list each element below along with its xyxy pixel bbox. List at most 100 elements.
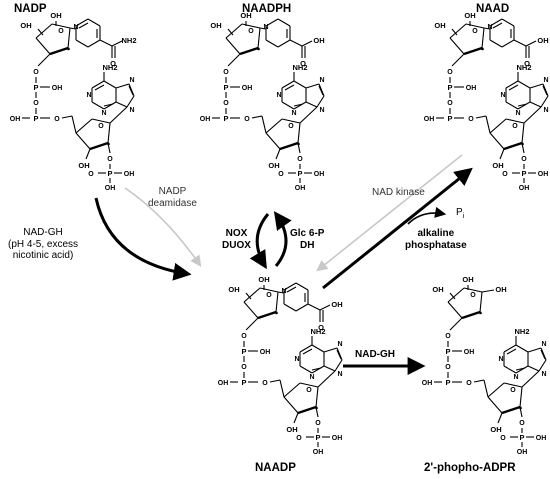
bond-line <box>281 101 295 110</box>
atom-label: O <box>223 69 229 76</box>
bond-line <box>91 101 105 110</box>
bond-line <box>519 386 523 408</box>
bond-line <box>501 405 521 415</box>
atom-label: O <box>278 171 284 178</box>
label-nad-gh-right: NAD-GH <box>355 349 395 360</box>
atom-label: N <box>515 110 520 117</box>
bond-line <box>515 344 529 353</box>
bond-line <box>503 344 517 353</box>
bond-line <box>87 39 101 48</box>
bond-line <box>94 84 105 91</box>
bond-line <box>515 365 529 374</box>
atom-label: N <box>101 110 106 117</box>
bond-line <box>91 118 111 124</box>
oh-label: OH <box>240 11 251 20</box>
bond-line <box>243 301 259 319</box>
label-nad-kinase: NAD kinase <box>372 187 425 198</box>
bond-line <box>318 85 324 96</box>
atom-label: N <box>337 371 342 378</box>
bond-line <box>257 310 277 320</box>
oh-label: OH <box>20 21 31 30</box>
bond-line <box>35 37 51 55</box>
atom-label: OH <box>52 85 63 92</box>
bond-line <box>316 95 325 108</box>
arrow-glc6p-dh <box>273 211 292 267</box>
atom-label: P <box>445 378 450 387</box>
bond-line <box>66 47 71 51</box>
atom-label: N <box>291 110 296 117</box>
atom-label: P <box>33 114 38 123</box>
bond-line <box>521 122 525 144</box>
atom-label: O <box>88 171 94 178</box>
bond-line <box>49 46 69 56</box>
atom-label: OH <box>537 36 548 45</box>
atom-label: O <box>300 59 306 68</box>
bond-line <box>499 148 505 160</box>
atom-label: OH <box>313 36 324 45</box>
atom-label: O <box>58 28 64 35</box>
bond-line <box>265 118 283 134</box>
bond-line <box>483 27 491 30</box>
bond-line <box>480 47 485 51</box>
bond-line <box>284 84 295 91</box>
bond-line <box>281 80 295 89</box>
bond-line <box>315 406 319 418</box>
bond-line <box>103 103 114 107</box>
label-phospho-adpr: 2'-phopho-ADPR <box>424 462 516 474</box>
oh-label: OH <box>286 425 297 434</box>
bond-line <box>463 46 483 56</box>
bond-line <box>128 85 134 96</box>
atom-label: OH <box>424 116 435 123</box>
atom-label: O <box>54 116 60 123</box>
atom-label: O <box>445 333 451 340</box>
bond-line <box>519 406 523 418</box>
bond-line <box>497 412 503 424</box>
atom-label: O <box>521 156 527 163</box>
bond-line <box>75 132 91 150</box>
bond-line <box>311 344 325 353</box>
bond-line <box>71 115 77 134</box>
bond-line <box>283 303 297 312</box>
bond-line <box>107 142 111 154</box>
oh-label: OH <box>434 21 445 30</box>
bond-line <box>449 317 463 331</box>
bond-line <box>513 39 527 47</box>
bond-line <box>51 23 71 29</box>
bond-line <box>37 53 51 67</box>
bond-line <box>115 101 128 108</box>
bond-line <box>103 80 117 89</box>
atom-label: O <box>502 171 508 178</box>
bond-line <box>315 386 319 408</box>
atom-label: N <box>263 24 268 31</box>
bond-line <box>307 303 321 311</box>
atom-label: OH <box>422 380 433 387</box>
bond-line <box>87 18 101 27</box>
bond-line <box>293 101 307 110</box>
bond-line <box>465 23 485 29</box>
atom-label: O <box>466 380 472 387</box>
bond-line <box>299 344 313 353</box>
bond-line <box>283 396 299 414</box>
atom-label: N <box>276 92 281 99</box>
label-pi: Pi <box>456 207 465 220</box>
atom-label: OH <box>519 185 530 192</box>
bond-line <box>517 101 531 110</box>
label-naadp: NAADP <box>255 462 296 474</box>
bond-line <box>241 23 261 29</box>
bond-line <box>311 367 322 371</box>
bond-line <box>67 27 71 49</box>
bond-line <box>529 101 542 108</box>
bond-line <box>245 292 252 300</box>
atom-label: OH <box>538 171 549 178</box>
label-nadp: NADP <box>14 3 47 15</box>
bond-line <box>540 347 547 361</box>
atom-label: P <box>447 83 452 92</box>
bond-line <box>305 83 320 89</box>
atom-label: N <box>319 77 324 84</box>
bond-line <box>243 287 261 303</box>
bond-line <box>75 39 89 48</box>
bond-line <box>78 22 89 29</box>
